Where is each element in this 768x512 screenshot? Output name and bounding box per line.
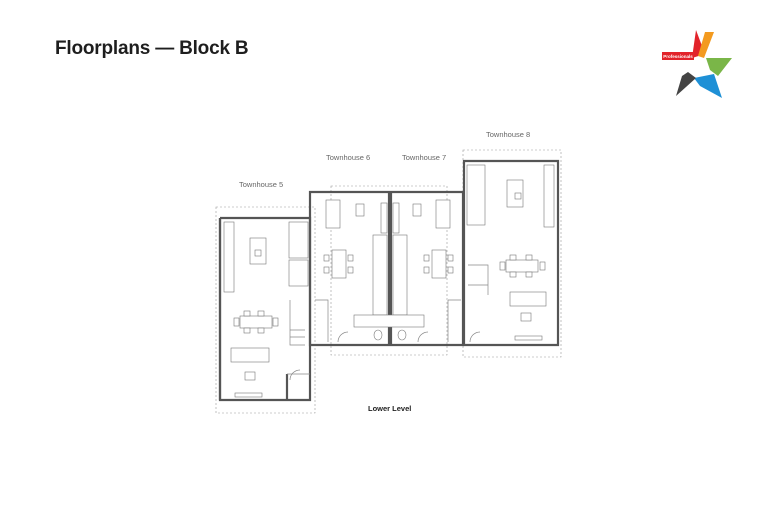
logo-orange-segment <box>698 32 714 58</box>
logo-blue-segment <box>694 74 722 98</box>
townhouse-8-boundary <box>462 149 562 358</box>
page-title: Floorplans — Block B <box>55 38 249 59</box>
townhouse-8-plan <box>462 159 560 347</box>
townhouse-7-label: Townhouse 7 <box>402 153 446 162</box>
townhouse-6-label: Townhouse 6 <box>326 153 370 162</box>
logo-green-segment <box>706 58 732 76</box>
townhouse-5-label: Townhouse 5 <box>239 180 283 189</box>
townhouse-5-plan <box>218 216 312 402</box>
townhouse-8-label: Townhouse 8 <box>486 130 530 139</box>
level-label: Lower Level <box>368 404 411 413</box>
professionals-logo: Professionals <box>662 30 732 98</box>
townhouse-6-7-plan <box>308 190 465 347</box>
logo-dark-segment <box>676 72 696 96</box>
townhouse-6-7-boundary <box>330 185 448 356</box>
svg-text:Professionals: Professionals <box>663 54 693 59</box>
townhouse-5-boundary <box>215 206 316 414</box>
logo-banner <box>662 52 694 60</box>
